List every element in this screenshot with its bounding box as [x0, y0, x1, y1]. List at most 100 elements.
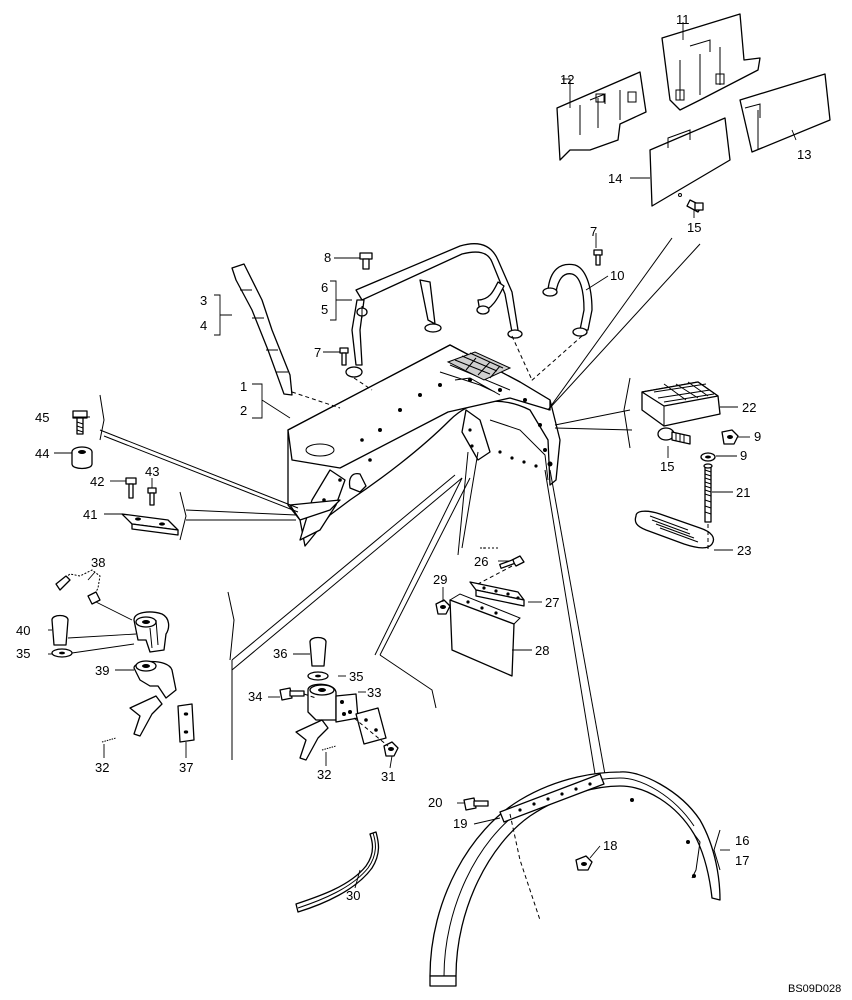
latch-33-lower	[295, 719, 329, 761]
callout-9-rod: 9	[740, 448, 747, 463]
callout-13: 13	[797, 147, 811, 162]
callout-39: 39	[95, 663, 109, 678]
callout-18: 18	[603, 838, 617, 853]
leader-lines	[48, 22, 797, 889]
washer-35-center	[307, 671, 329, 681]
callout-9-top: 9	[754, 429, 761, 444]
step-22	[641, 381, 721, 427]
callout-3: 3	[200, 293, 207, 308]
cover-panel-11	[661, 13, 761, 111]
handrail-10	[542, 263, 593, 337]
handrail-6	[345, 243, 523, 378]
callout-15-top: 15	[687, 220, 701, 235]
bolt-20	[463, 797, 489, 811]
callout-34: 34	[248, 689, 262, 704]
hinge-39	[133, 660, 177, 699]
callout-17: 17	[735, 853, 749, 868]
callout-32-left: 32	[95, 760, 109, 775]
callout-26: 26	[474, 554, 488, 569]
callout-44: 44	[35, 446, 49, 461]
pin-32-center	[321, 745, 337, 751]
callout-labels: 1 2 3 4 5 6 7 7 8 9 9 10 11 12 13 14 15 …	[16, 12, 841, 995]
callout-23: 23	[737, 543, 751, 558]
nut-9-rod	[700, 452, 716, 462]
callout-11: 11	[676, 12, 690, 27]
callout-43: 43	[145, 464, 159, 479]
callout-38: 38	[91, 555, 105, 570]
callout-10: 10	[610, 268, 624, 283]
callout-33: 33	[367, 685, 381, 700]
callout-41: 41	[83, 507, 97, 522]
cover-panel-12	[556, 71, 647, 161]
callout-19: 19	[453, 816, 467, 831]
callout-32-center: 32	[317, 767, 331, 782]
callout-22: 22	[742, 400, 756, 415]
plate-41	[121, 513, 179, 536]
callout-28: 28	[535, 643, 549, 658]
bolt-8	[359, 252, 373, 270]
callout-15-step: 15	[660, 459, 674, 474]
bushing-44	[71, 446, 93, 470]
step-plate-23	[634, 510, 715, 549]
cover-panel-14	[649, 117, 731, 207]
wheel-fender-16-17	[429, 771, 721, 987]
callout-8: 8	[324, 250, 331, 265]
bolt-7-left	[339, 347, 349, 366]
pin-36	[309, 636, 327, 667]
nut-18	[575, 855, 593, 871]
callout-36: 36	[273, 646, 287, 661]
bolt-7-right	[593, 249, 603, 266]
fender-bolt-holes	[322, 378, 553, 502]
callout-2: 2	[240, 403, 247, 418]
bolt-15-step	[657, 427, 691, 445]
nut-29	[435, 599, 451, 615]
callout-31: 31	[381, 769, 395, 784]
fender-bracket-3-4	[231, 263, 293, 396]
assembly-leaders	[99, 237, 701, 781]
pin-32-left	[101, 737, 117, 743]
callout-6: 6	[321, 280, 328, 295]
bolt-15-top	[686, 199, 704, 213]
callout-42: 42	[90, 474, 104, 489]
callout-14: 14	[608, 171, 622, 186]
bolt-34	[279, 687, 305, 701]
callout-45: 45	[35, 410, 49, 425]
hinge-leaders-center	[303, 693, 389, 747]
hinge-33	[307, 683, 359, 723]
callout-7-right: 7	[590, 224, 597, 239]
callout-35-left: 35	[16, 646, 30, 661]
bolt-26	[499, 555, 525, 569]
latch-39-lower	[129, 695, 163, 737]
callout-35-center: 35	[349, 669, 363, 684]
screw-43	[147, 487, 157, 506]
group-braces	[99, 377, 721, 871]
callout-29: 29	[433, 572, 447, 587]
rod-21	[703, 463, 713, 523]
hinge-upper-38	[133, 611, 170, 653]
bolt-45	[72, 410, 88, 435]
plate-37	[177, 703, 195, 743]
callout-12: 12	[560, 72, 574, 87]
callout-40: 40	[16, 623, 30, 638]
callout-21: 21	[736, 485, 750, 500]
plate-33-back	[355, 707, 387, 745]
callout-20: 20	[428, 795, 442, 810]
nut-9-top	[721, 429, 739, 445]
washer-35-left	[51, 648, 73, 658]
callout-5: 5	[321, 302, 328, 317]
callout-4: 4	[200, 318, 207, 333]
trim-strip-30	[295, 831, 380, 913]
clamp-bar-27	[469, 581, 525, 607]
main-fender-1-2	[287, 344, 561, 547]
callout-7-left: 7	[314, 345, 321, 360]
hinge-leaders-left	[67, 601, 137, 654]
lanyard-38	[55, 569, 101, 605]
pin-40	[51, 614, 69, 646]
mud-flap-28	[449, 593, 521, 677]
nut-31	[383, 741, 399, 757]
callout-27: 27	[545, 595, 559, 610]
callout-16: 16	[735, 833, 749, 848]
callout-30: 30	[346, 888, 360, 903]
bolt-42	[125, 477, 137, 499]
